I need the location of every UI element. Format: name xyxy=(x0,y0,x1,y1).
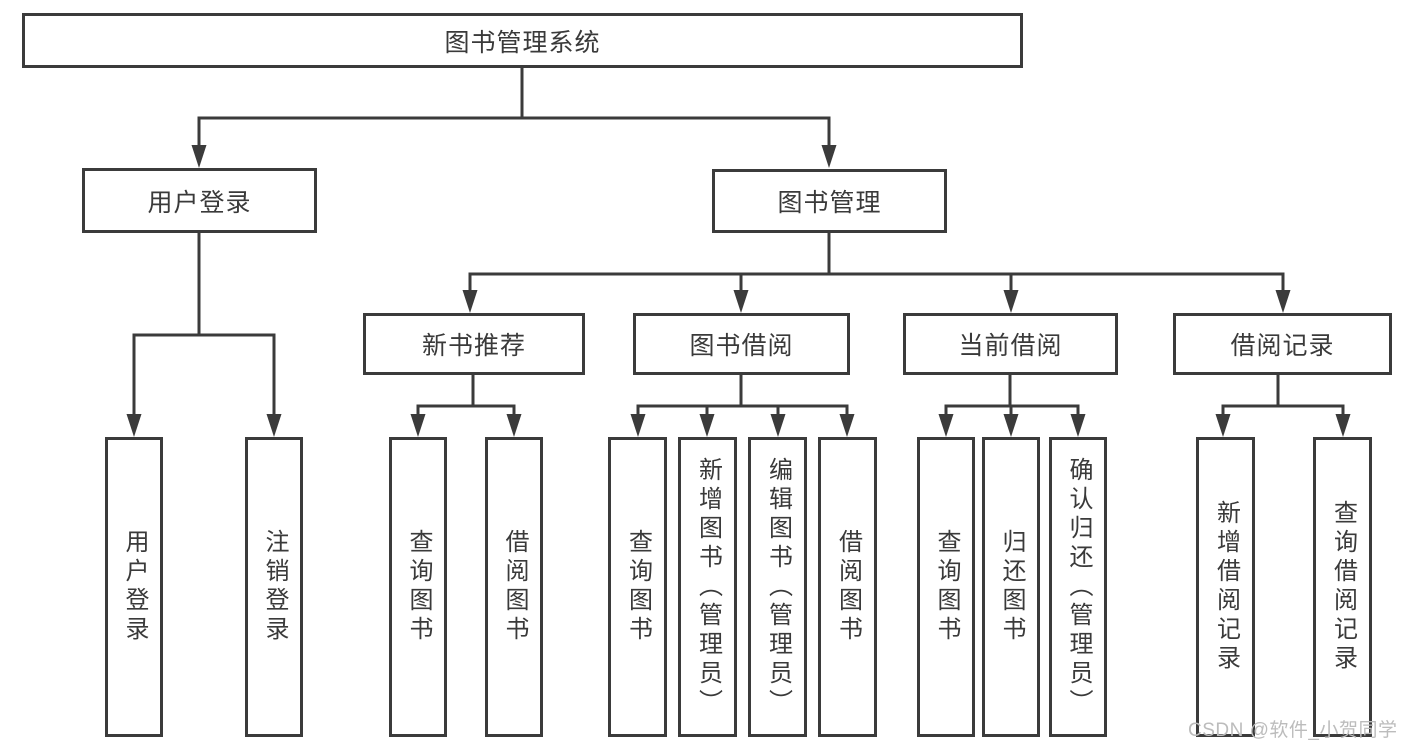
leaf-current-query-book: 查询图书 xyxy=(917,437,975,737)
leaf-current-return-book: 归还图书 xyxy=(982,437,1040,737)
node-book-management: 图书管理 xyxy=(712,169,947,233)
node-user-login: 用户登录 xyxy=(82,168,317,233)
leaf-recommend-query-book: 查询图书 xyxy=(389,437,447,737)
connector-recommend-to-children xyxy=(410,375,522,437)
leaf-current-confirm-return-admin-label: 确认归还（管理员） xyxy=(1065,456,1092,718)
leaf-records-add-record-label: 新增借阅记录 xyxy=(1212,500,1240,674)
connector-current-to-children xyxy=(938,375,1086,437)
node-new-book-recommend-label: 新书推荐 xyxy=(421,332,526,360)
leaf-recommend-borrow-book: 借阅图书 xyxy=(485,437,543,737)
leaf-borrow-edit-book-admin: 编辑图书（管理员） xyxy=(748,437,807,737)
leaf-logout-label: 注销登录 xyxy=(261,529,288,645)
node-book-borrow-label: 图书借阅 xyxy=(689,332,794,360)
node-user-login-label: 用户登录 xyxy=(147,188,252,217)
node-current-borrow: 当前借阅 xyxy=(903,313,1118,375)
node-root: 图书管理系统 xyxy=(22,13,1023,68)
connector-management-to-level3 xyxy=(462,233,1291,313)
csdn-watermark: CSDN @软件_小贺同学 xyxy=(1188,720,1398,741)
connector-login-to-children xyxy=(126,233,282,437)
leaf-borrow-query-book: 查询图书 xyxy=(608,437,667,737)
leaf-borrow-add-book-admin-label: 新增图书（管理员） xyxy=(694,456,722,718)
node-root-label: 图书管理系统 xyxy=(444,28,601,57)
leaf-user-login-label: 用户登录 xyxy=(121,529,148,645)
node-borrow-records-label: 借阅记录 xyxy=(1230,332,1335,360)
leaf-user-login: 用户登录 xyxy=(105,437,163,737)
leaf-recommend-borrow-book-label: 借阅图书 xyxy=(501,529,528,645)
connector-borrow-to-children xyxy=(630,375,855,437)
node-new-book-recommend: 新书推荐 xyxy=(363,313,585,375)
leaf-borrow-add-book-admin: 新增图书（管理员） xyxy=(678,437,737,737)
node-book-management-label: 图书管理 xyxy=(777,189,882,217)
leaf-borrow-query-book-label: 查询图书 xyxy=(624,529,652,645)
leaf-borrow-edit-book-admin-label: 编辑图书（管理员） xyxy=(764,456,792,718)
connector-root-to-level2 xyxy=(191,68,837,168)
leaf-borrow-borrow-book: 借阅图书 xyxy=(818,437,877,737)
leaf-borrow-borrow-book-label: 借阅图书 xyxy=(834,529,862,645)
leaf-records-query-record: 查询借阅记录 xyxy=(1313,437,1372,737)
leaf-logout: 注销登录 xyxy=(245,437,303,737)
leaf-current-return-book-label: 归还图书 xyxy=(998,529,1025,645)
leaf-records-add-record: 新增借阅记录 xyxy=(1196,437,1255,737)
leaf-current-confirm-return-admin: 确认归还（管理员） xyxy=(1049,437,1107,737)
leaf-current-query-book-label: 查询图书 xyxy=(933,529,960,645)
node-current-borrow-label: 当前借阅 xyxy=(958,332,1063,360)
node-book-borrow: 图书借阅 xyxy=(633,313,850,375)
leaf-records-query-record-label: 查询借阅记录 xyxy=(1329,500,1357,674)
leaf-recommend-query-book-label: 查询图书 xyxy=(405,529,432,645)
connector-records-to-children xyxy=(1215,375,1351,437)
node-borrow-records: 借阅记录 xyxy=(1173,313,1392,375)
